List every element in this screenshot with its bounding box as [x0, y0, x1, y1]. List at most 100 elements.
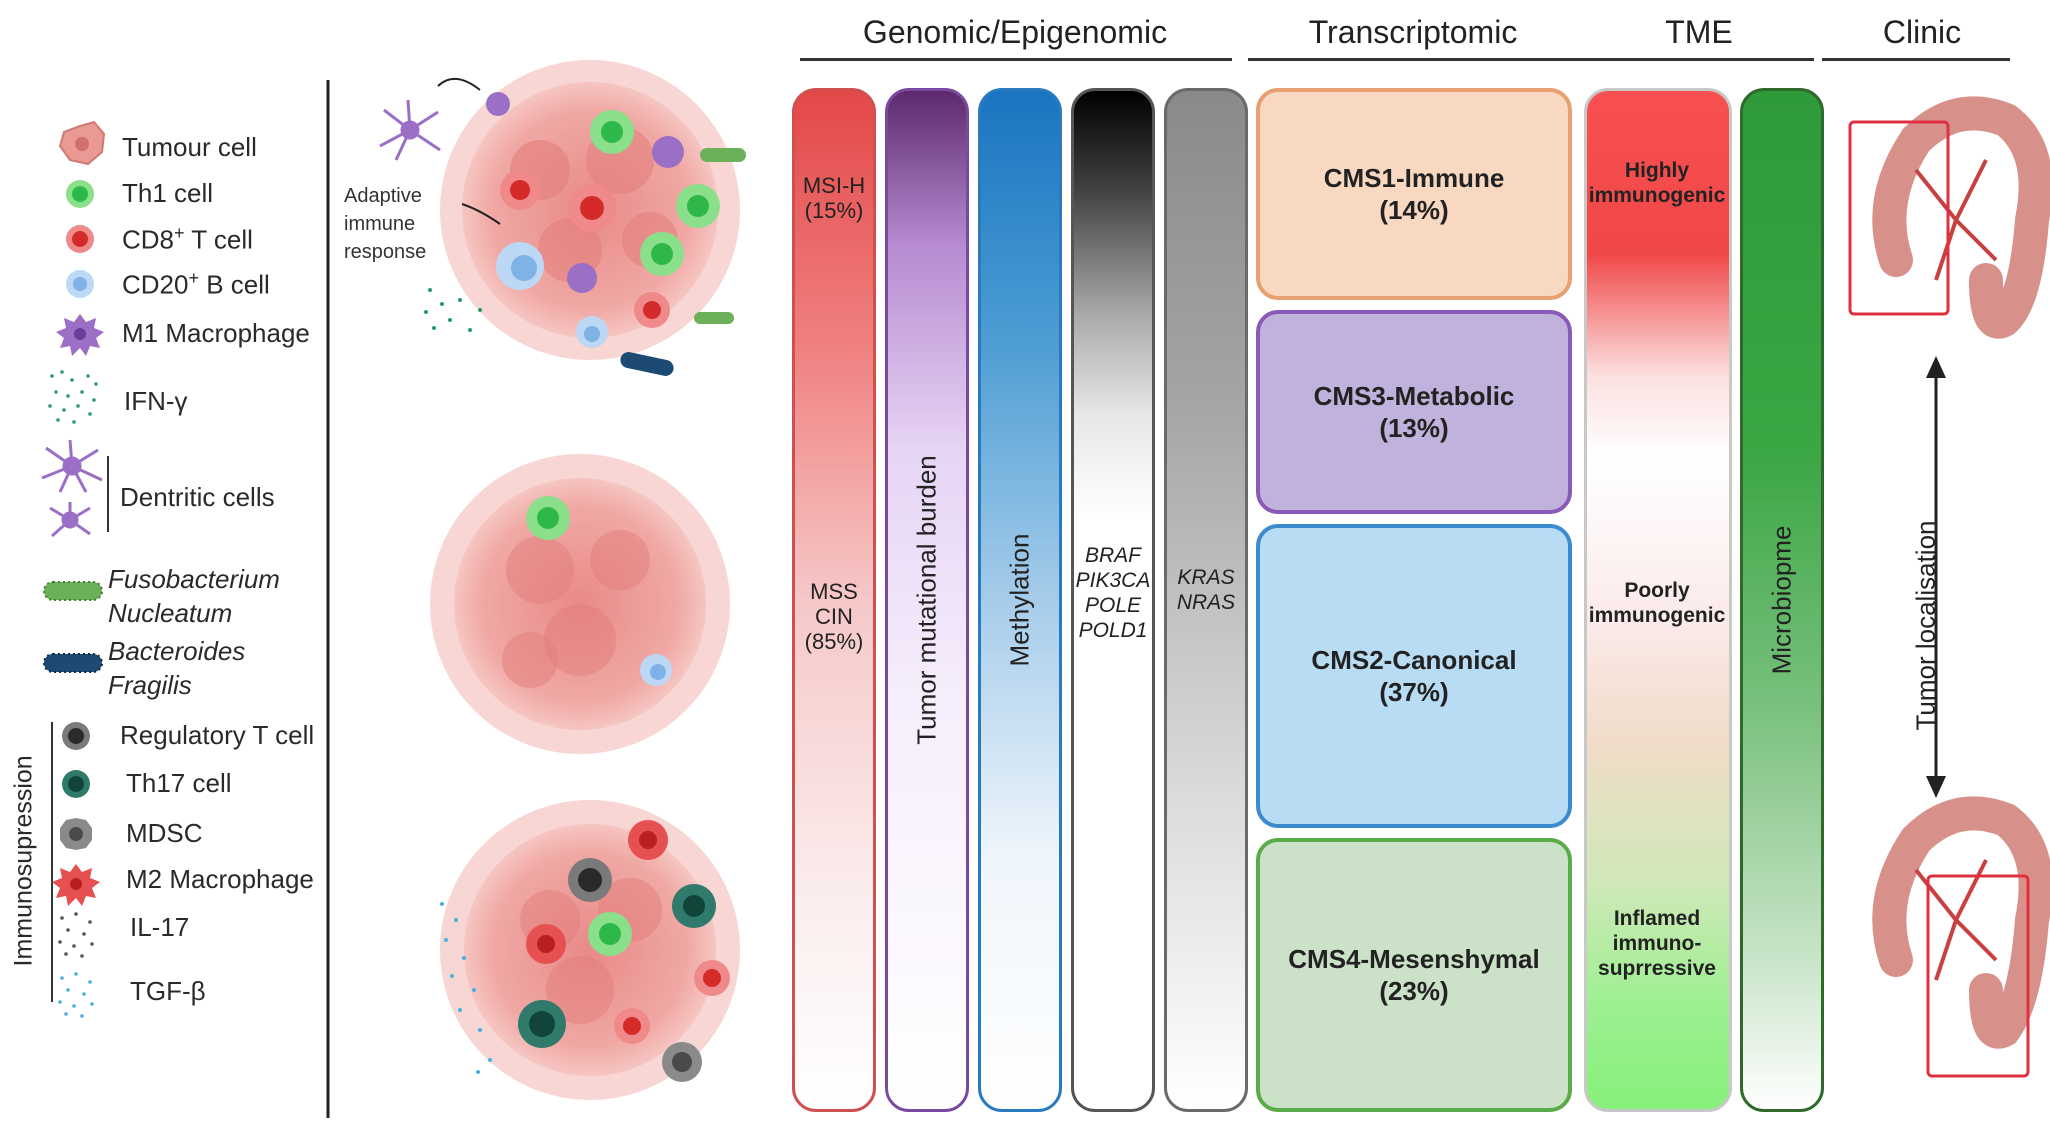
mutation-pik3ca: PIK3CA	[1075, 569, 1151, 592]
column-mutations: BRAF PIK3CA POLE POLD1	[1071, 88, 1155, 1112]
cms3-box: CMS3-Metabolic(13%)	[1256, 310, 1572, 514]
tumour-top-bacteroides	[620, 352, 674, 376]
adaptive-line1: Adaptive	[344, 185, 422, 207]
cms4-box: CMS4-Mesenshymal(23%)	[1256, 838, 1572, 1112]
mss-line2: CIN	[815, 604, 853, 629]
tumour-bottom-m2-1	[628, 820, 668, 860]
colon-bottom	[1872, 796, 2050, 1078]
colon-top-highlight	[1848, 120, 1950, 316]
mutation-pole: POLE	[1084, 594, 1142, 617]
dendritic-cells-icon	[41, 439, 103, 538]
legend-regulatory-t-cell: Regulatory T cell	[120, 720, 315, 750]
header-tme-underline	[1564, 58, 1814, 61]
column-tme	[1584, 88, 1732, 1112]
fusobacterium-icon	[43, 581, 103, 601]
tme-poorly-2: immunogenic	[1588, 604, 1726, 627]
tumour-middle-cd20	[640, 654, 672, 686]
legend-tgf-beta: TGF-β	[130, 976, 206, 1006]
column-ras: KRAS NRAS	[1164, 88, 1248, 1112]
bact-line2: Fragilis	[108, 670, 192, 700]
cms1-pct: (14%)	[1379, 195, 1449, 225]
m1-macrophage-icon	[56, 314, 104, 356]
tumour-bottom-m2-2	[526, 924, 566, 964]
cd8-base: CD8	[122, 224, 175, 255]
msi-h-label: MSI-H (15%)	[795, 173, 873, 223]
mutations-label: BRAF PIK3CA POLE POLD1	[1074, 543, 1152, 643]
column-tmb: Tumor mutational burden	[885, 88, 969, 1112]
tumor-localisation-label: Tumor localisation	[1910, 520, 1941, 731]
legend-dendritic-cells: Dentritic cells	[120, 482, 275, 512]
header-transcriptomic: Transcriptomic	[1308, 14, 1518, 50]
colon-bottom-highlight	[1926, 874, 2030, 1078]
adaptive-immune-response-label: Adaptive immune response	[344, 182, 426, 266]
tumour-top-th1-3	[640, 232, 684, 276]
tmb-label: Tumor mutational burden	[911, 455, 942, 745]
header-genomic-underline	[800, 58, 1232, 61]
tme-poorly-immunogenic: Poorly immunogenic	[1582, 578, 1732, 628]
legend-th17-cell: Th17 cell	[126, 768, 232, 798]
tumour-bottom-th17-2	[518, 1000, 566, 1048]
tumour-top	[379, 60, 746, 376]
cms1-box: CMS1-Immune(14%)	[1256, 88, 1572, 300]
cd20-base: CD20	[122, 269, 189, 300]
regulatory-t-cell-icon	[62, 722, 90, 750]
legend-mdsc: MDSC	[126, 818, 203, 848]
tumour-top-cd20-1	[496, 242, 544, 290]
colon-top	[1848, 96, 2050, 339]
m2-macrophage-icon	[52, 864, 100, 906]
msi-line1: MSI-H	[802, 173, 866, 198]
tme-inflamed-3: suprressive	[1598, 957, 1716, 980]
tumour-top-cd8-3	[634, 292, 670, 328]
legend-cd20-b-cell: CD20+ B cell	[122, 268, 270, 301]
legend-th1-cell: Th1 cell	[122, 178, 214, 208]
tumor-localisation-arrow	[1926, 356, 1946, 798]
tumour-top-m1-1	[652, 136, 684, 168]
ras-label: KRAS NRAS	[1167, 565, 1245, 615]
mss-line1: MSS	[810, 579, 858, 604]
tumour-top-dendritic-cell-2	[486, 92, 510, 116]
tumour-bottom-tgf-dots	[440, 902, 492, 1074]
tumour-bottom-mdsc	[662, 1042, 702, 1082]
cms4-pct: (23%)	[1379, 976, 1449, 1006]
cms3-title: CMS3-Metabolic	[1313, 381, 1515, 411]
tumour-bottom-treg	[568, 858, 612, 902]
cd20-tail: B cell	[199, 269, 270, 300]
column-methylation: Methylation	[978, 88, 1062, 1112]
tumour-top-ifn-dots	[424, 288, 482, 332]
cms3-pct: (13%)	[1379, 413, 1449, 443]
adaptive-line3: response	[344, 241, 427, 263]
tumour-bottom-th1	[588, 912, 632, 956]
tumour-cell-icon	[58, 120, 106, 166]
cd8-sup: +	[174, 223, 185, 243]
th17-cell-icon	[62, 770, 90, 798]
mutation-pold1: POLD1	[1078, 619, 1148, 642]
tme-inflamed-immunosuppressive: Inflamed immuno- suprressive	[1582, 906, 1732, 981]
tumour-middle-th1	[526, 496, 570, 540]
microbiome-label: Microbiopme	[1766, 525, 1797, 675]
header-clinic: Clinic	[1882, 14, 1962, 50]
bact-line1: Bacteroides	[108, 636, 246, 666]
legend-bacteroides: Bacteroides Fragilis	[108, 634, 245, 702]
cd8-tail: T cell	[184, 224, 253, 255]
header-tme: TME	[1665, 14, 1733, 50]
tumour-top-dendritic-cell	[379, 99, 441, 161]
legend-il17: IL-17	[130, 912, 190, 942]
legend-ifn-gamma: IFN-γ	[124, 386, 188, 416]
cms1-title: CMS1-Immune	[1323, 163, 1505, 193]
cms4-title: CMS4-Mesenshymal	[1288, 944, 1540, 974]
column-microbiome: Microbiopme	[1740, 88, 1824, 1112]
tumour-bottom	[440, 800, 740, 1100]
tumour-top-th1-2	[676, 184, 720, 228]
cms2-box: CMS2-Canonical(37%)	[1256, 524, 1572, 828]
tumour-top-fusobacterium-2	[694, 312, 734, 324]
tumour-top-fusobacterium-1	[700, 148, 746, 162]
ifn-gamma-dots-icon	[48, 370, 98, 424]
cd8-t-cell-icon	[66, 225, 94, 253]
cd20-b-cell-icon	[66, 270, 94, 298]
header-clinic-underline	[1822, 58, 2010, 61]
legend-tumour-cell: Tumour cell	[122, 132, 257, 162]
adaptive-line2: immune	[344, 213, 416, 235]
il17-dots-icon	[58, 912, 94, 958]
fuso-line2: Nucleatum	[108, 598, 233, 628]
legend-icons	[41, 80, 330, 1118]
